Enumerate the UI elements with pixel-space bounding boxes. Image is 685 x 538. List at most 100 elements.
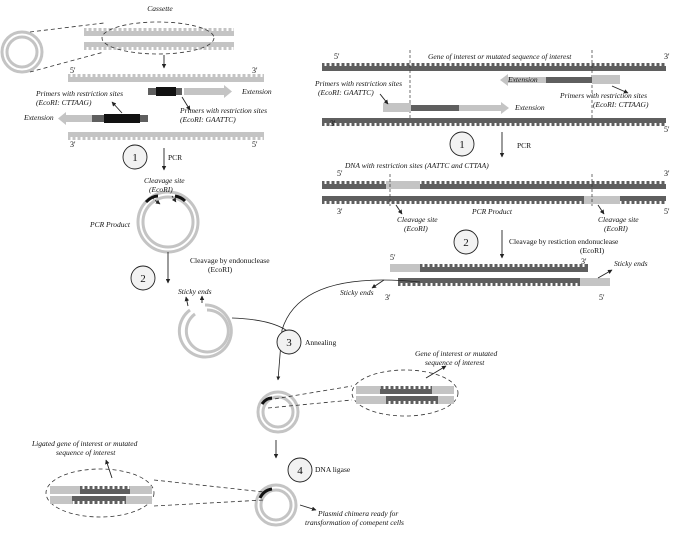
- strand-tooth-gap: [574, 63, 577, 66]
- strand-tooth-gap: [519, 181, 522, 184]
- strand-tooth-gap: [525, 283, 528, 286]
- strand-tooth-gap: [639, 63, 642, 66]
- strand-tooth-gap: [110, 137, 113, 140]
- left-cut-mark-2: [174, 194, 187, 203]
- strand-tooth-gap: [464, 181, 467, 184]
- arrow-chimera-label: [299, 504, 317, 511]
- strand-tooth-gap: [185, 74, 188, 77]
- strand-tooth-gap: [414, 63, 417, 66]
- strand-tooth-gap: [414, 123, 417, 126]
- chimera-join-mark: [258, 487, 273, 499]
- strand-tooth-gap: [629, 63, 632, 66]
- left-template-bottom: [68, 132, 264, 140]
- strand-tooth-gap: [574, 123, 577, 126]
- strand-tooth-gap: [225, 74, 228, 77]
- strand-tooth-gap: [75, 74, 78, 77]
- strand-tooth-gap: [529, 201, 532, 204]
- strand-tooth-gap: [97, 486, 100, 489]
- strand-tooth-gap: [570, 283, 573, 286]
- right-bottom-3prime: 3': [330, 119, 336, 128]
- strand-tooth-gap: [509, 181, 512, 184]
- ligated-label-line2: sequence of interest: [56, 448, 116, 457]
- strand-tooth-gap: [186, 47, 189, 50]
- right-cleavage-restr-line2: (EcoRI): [580, 246, 605, 255]
- strand-tooth-gap: [334, 123, 337, 126]
- strand-tooth-gap: [422, 264, 425, 267]
- strand-teeth-band: [398, 282, 610, 286]
- strand-tooth-gap: [191, 28, 194, 31]
- strand-tooth-gap: [604, 63, 607, 66]
- strand-tooth-gap: [156, 28, 159, 31]
- right-primer-left-line1: Primers with restriction sites: [314, 79, 402, 88]
- left-primer-top-line2: (EcoRI: CTTAAG): [36, 98, 92, 107]
- strand-tooth-gap: [584, 181, 587, 184]
- right-cut-3prime: 3': [581, 257, 587, 266]
- strand-tooth-gap: [454, 181, 457, 184]
- right-primer-bottom-site: [383, 103, 411, 112]
- strand-tooth-gap: [444, 201, 447, 204]
- strand-tooth-gap: [384, 181, 387, 184]
- strand-tooth-gap: [429, 123, 432, 126]
- strand-tooth-gap: [470, 283, 473, 286]
- strand-tooth-gap: [624, 123, 627, 126]
- strand-tooth-gap: [534, 181, 537, 184]
- strand-tooth-gap: [467, 264, 470, 267]
- left-bottom-5prime: 5': [252, 140, 258, 149]
- strand-tooth-gap: [434, 123, 437, 126]
- strand-tooth-gap: [445, 283, 448, 286]
- strand-tooth-gap: [504, 123, 507, 126]
- right-fragment-top-sticky: [390, 264, 420, 272]
- strand-tooth-gap: [96, 47, 99, 50]
- strand-tooth-gap: [161, 47, 164, 50]
- strand-tooth-gap: [560, 283, 563, 286]
- strand-tooth-gap: [519, 63, 522, 66]
- arrow-primer-left-label: [379, 93, 389, 105]
- strand-tooth-gap: [418, 386, 421, 389]
- strand-tooth-gap: [165, 74, 168, 77]
- strand-tooth-gap: [90, 137, 93, 140]
- strand-tooth-gap: [107, 486, 110, 489]
- arrow-primer-right-label: [611, 85, 629, 94]
- strand-tooth-gap: [384, 123, 387, 126]
- strand-tooth-gap: [494, 123, 497, 126]
- left-primer-top-site: [156, 87, 176, 96]
- strand-tooth-gap: [475, 283, 478, 286]
- right-cleavage-site-right-line1: Cleavage site: [598, 215, 639, 224]
- strand-tooth-gap: [454, 201, 457, 204]
- strand-tooth-gap: [409, 63, 412, 66]
- zoom-line-top: [29, 22, 105, 33]
- strand-tooth-gap: [112, 501, 115, 504]
- strand-tooth-gap: [160, 74, 163, 77]
- strand-tooth-gap: [216, 47, 219, 50]
- strand-tooth-gap: [389, 123, 392, 126]
- step-1-left: 1: [122, 144, 148, 170]
- right-pcr-label: PCR: [517, 141, 531, 150]
- strand-tooth-gap: [388, 401, 391, 404]
- arrow-ligated-label: [105, 459, 113, 479]
- strand-tooth-gap: [195, 137, 198, 140]
- strand-tooth-gap: [577, 264, 580, 267]
- strand-tooth-gap: [440, 283, 443, 286]
- strand-tooth-gap: [101, 47, 104, 50]
- strand-tooth-gap: [539, 181, 542, 184]
- strand-tooth-gap: [404, 201, 407, 204]
- strand-tooth-gap: [200, 137, 203, 140]
- right-prod-3prime-b: 3': [337, 207, 343, 216]
- strand-tooth-gap: [564, 123, 567, 126]
- right-product-top-site: [386, 181, 420, 189]
- strand-tooth-gap: [86, 47, 89, 50]
- strand-tooth-gap: [499, 123, 502, 126]
- strand-tooth-gap: [604, 181, 607, 184]
- strand-tooth-gap: [554, 123, 557, 126]
- strand-tooth-gap: [383, 386, 386, 389]
- strand-tooth-gap: [579, 123, 582, 126]
- strand-tooth-gap: [465, 283, 468, 286]
- strand-tooth-gap: [72, 501, 75, 504]
- strand-tooth-gap: [339, 201, 342, 204]
- strand-tooth-gap: [420, 283, 423, 286]
- strand-tooth-gap: [624, 201, 627, 204]
- left-pcr-label: PCR: [168, 153, 182, 162]
- strand-tooth-gap: [196, 47, 199, 50]
- strand-tooth-gap: [131, 47, 134, 50]
- right-product-bottom: [322, 196, 667, 204]
